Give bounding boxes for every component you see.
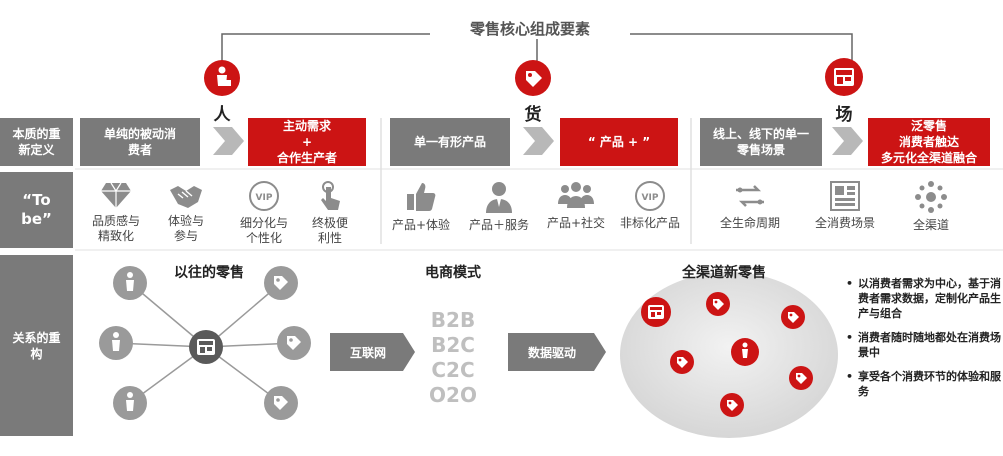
diamond-icon — [101, 182, 131, 208]
store-hub-icon — [188, 329, 224, 365]
tag-node-icon — [263, 385, 299, 421]
person-icon — [203, 59, 241, 97]
lifecycle-icon — [736, 185, 764, 207]
row-label-definition: 本质的重新定义 — [0, 118, 73, 166]
definition-from-scene: 线上、线下的单一零售场景 — [700, 118, 822, 166]
omni-tag-icon — [780, 304, 806, 330]
model-o2o: O2O — [429, 383, 477, 407]
diagram-title: 零售核心组成要素 — [430, 18, 630, 39]
network-icon — [915, 181, 947, 213]
definition-to-goods: “ 产品 + ” — [560, 118, 678, 166]
tobe-label: 终极便利性 — [311, 216, 348, 245]
row-label-relation: 关系的重构 — [0, 255, 73, 436]
tobe-label: 全渠道 — [912, 218, 949, 232]
tobe-item: 全消费场景 — [807, 180, 883, 231]
tobe-item: 产品＋服务 — [461, 180, 537, 233]
omni-retail-title: 全渠道新零售 — [682, 265, 766, 281]
benefit-item: 享受各个消费环节的体验和服务 — [840, 369, 1003, 399]
tobe-label: 非标化产品 — [619, 216, 680, 230]
tobe-label: 全消费场景 — [814, 216, 875, 230]
data-driven-arrow-label: 数据驱动 — [527, 345, 576, 360]
model-c2c: C2C — [431, 358, 475, 382]
person-node-icon — [112, 385, 148, 421]
omni-benefits-list: 以消费者需求为中心，基于消费者需求数据，定制化产品生产与组合 消费者随时随地都处… — [840, 276, 1003, 408]
tobe-label: 全生命周期 — [719, 216, 780, 230]
handshake-icon — [170, 186, 202, 208]
pillar-scene: 场 — [835, 105, 853, 125]
tobe-item: VIP 非标化产品 — [612, 180, 688, 231]
omni-tag-icon — [705, 291, 731, 317]
pillar-people: 人 — [213, 105, 231, 125]
tobe-label: 产品+社交 — [546, 216, 606, 230]
service-person-icon — [486, 182, 512, 213]
definition-to-scene: 泛零售 消费者触达 多元化全渠道融合 — [868, 118, 990, 166]
definition-to-people: 主动需求 + 合作生产者 — [248, 118, 366, 166]
model-b2c: B2C — [431, 333, 475, 357]
definition-from-goods: 单一有形产品 — [390, 118, 510, 166]
tobe-label: 产品+体验 — [391, 218, 451, 232]
tag-node-icon — [263, 265, 299, 301]
internet-arrow-label: 互联网 — [349, 345, 386, 360]
scenes-icon — [830, 181, 860, 211]
model-b2b: B2B — [430, 308, 476, 332]
store-icon — [824, 57, 864, 97]
row-label-tobe: “To be” — [0, 172, 73, 248]
tobe-label: 品质感与精致化 — [91, 214, 140, 243]
omni-tag-icon — [719, 392, 745, 418]
tobe-label: 产品＋服务 — [468, 218, 529, 232]
group-icon — [558, 182, 594, 208]
tobe-item: 终极便利性 — [292, 180, 368, 246]
ecommerce-models: B2B B2C C2C O2O — [418, 308, 488, 408]
tag-node-icon — [276, 325, 312, 361]
tobe-label: 体验与参与 — [167, 214, 204, 243]
pillar-goods: 货 — [524, 105, 542, 125]
tobe-item: 品质感与精致化 — [78, 180, 154, 244]
omni-tag-icon — [788, 365, 814, 391]
omni-tag-icon — [669, 349, 695, 375]
vip-icon: VIP — [635, 181, 665, 211]
benefit-item: 以消费者需求为中心，基于消费者需求数据，定制化产品生产与组合 — [840, 276, 1003, 321]
tobe-item: 产品+体验 — [383, 180, 459, 233]
person-node-icon — [112, 265, 148, 301]
tobe-label: 细分化与个性化 — [239, 216, 288, 245]
touch-icon — [321, 181, 340, 210]
vip-icon: VIP — [249, 181, 279, 211]
svg-text:VIP: VIP — [256, 193, 273, 203]
ecommerce-title: 电商模式 — [425, 265, 481, 281]
tobe-item: 体验与参与 — [148, 180, 224, 244]
person-node-icon — [98, 325, 134, 361]
thumbs-up-icon — [407, 183, 436, 211]
omni-store-icon — [640, 296, 672, 328]
benefit-item: 消费者随时随地都处在消费场景中 — [840, 330, 1003, 360]
price-tag-icon — [514, 59, 552, 97]
tobe-item: 全生命周期 — [712, 180, 788, 231]
traditional-retail-title: 以往的零售 — [174, 265, 244, 281]
svg-text:VIP: VIP — [642, 193, 659, 203]
omni-person-icon — [730, 337, 760, 367]
tobe-item: 全渠道 — [893, 180, 969, 233]
tobe-item: VIP 细分化与个性化 — [226, 180, 302, 246]
tobe-item: 产品+社交 — [538, 180, 614, 231]
definition-from-people: 单纯的被动消费者 — [80, 118, 200, 166]
